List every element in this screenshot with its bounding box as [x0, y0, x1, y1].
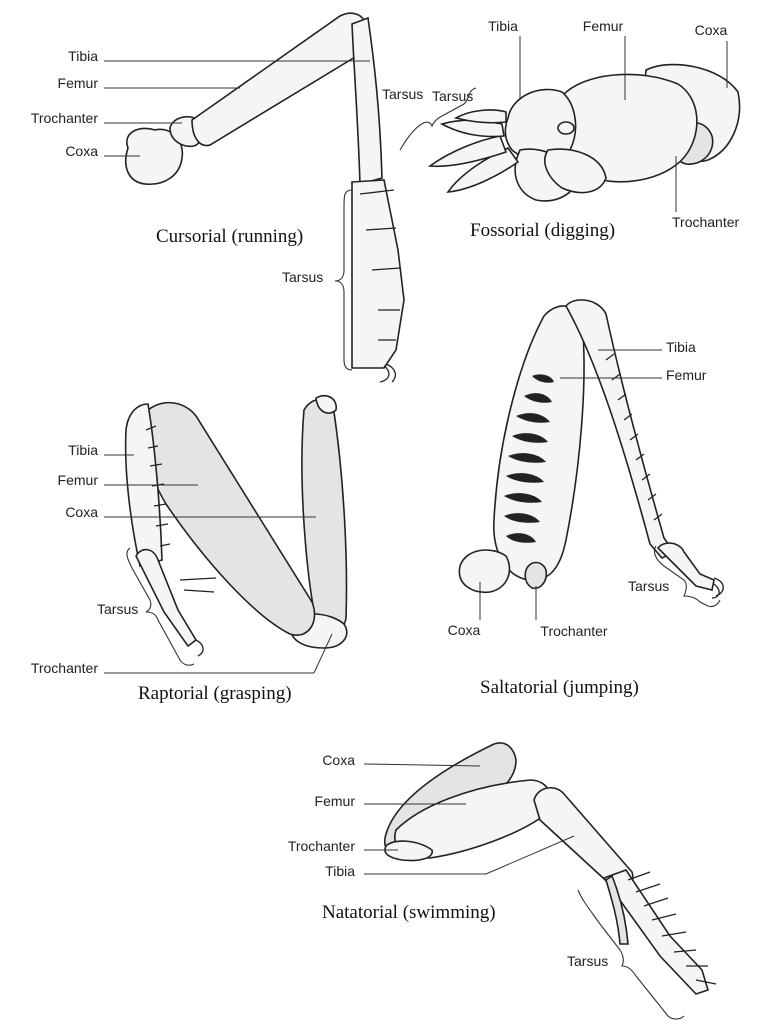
saltatorial-labels: Tibia Femur Tarsus Coxa Trochanter Salta… — [448, 339, 721, 698]
fossorial-tarsal-claw-4 — [453, 109, 507, 124]
natatorial-femur-label: Femur — [315, 793, 356, 809]
raptorial-labels: Tibia Femur Coxa Tarsus Trochanter Rapto… — [31, 442, 333, 704]
fossorial-femur-label: Femur — [583, 18, 624, 34]
saltatorial-femur-pattern — [504, 374, 554, 543]
cursorial-trochanter-label: Trochanter — [31, 110, 99, 126]
saltatorial-femur-shape — [493, 305, 585, 581]
raptorial-trochanter-label: Trochanter — [31, 660, 99, 676]
fossorial-lobe-2 — [544, 148, 607, 194]
saltatorial-coxa-shape — [458, 549, 511, 593]
raptorial-tarsus-shape — [135, 548, 198, 648]
fossorial-joint — [557, 121, 575, 135]
cursorial-leg — [124, 12, 405, 383]
raptorial-tarsus-label: Tarsus — [97, 601, 138, 617]
natatorial-trochanter-shape — [384, 840, 433, 862]
saltatorial-caption: Saltatorial (jumping) — [480, 677, 639, 698]
cursorial-coxa-label: Coxa — [65, 143, 98, 159]
raptorial-leg — [124, 394, 348, 657]
raptorial-coxa-label: Coxa — [65, 504, 98, 520]
raptorial-tibia-label: Tibia — [68, 442, 98, 458]
cursorial-caption: Cursorial (running) — [156, 226, 303, 247]
natatorial-tarsus-label: Tarsus — [567, 953, 608, 969]
fossorial-tarsus-label: Tarsus — [432, 88, 473, 104]
raptorial-caption: Raptorial (grasping) — [138, 683, 292, 704]
saltatorial-tarsus-label: Tarsus — [628, 578, 669, 594]
natatorial-leg — [384, 742, 717, 995]
natatorial-tarsus-shape — [602, 869, 709, 995]
fossorial-leg — [427, 63, 741, 202]
cursorial-tarsus-shape — [351, 179, 405, 369]
fossorial-labels: Tibia Femur Coxa Trochanter Tarsus Fosso… — [399, 18, 740, 241]
cursorial-tarsus-upper-label: Tarsus — [382, 86, 423, 102]
saltatorial-femur-label: Femur — [666, 367, 707, 383]
saltatorial-tibia-label: Tibia — [666, 339, 696, 355]
cursorial-claw-shape — [379, 363, 397, 383]
fossorial-caption: Fossorial (digging) — [470, 220, 615, 241]
cursorial-femur-label: Femur — [58, 75, 99, 91]
cursorial-coxa-shape — [124, 127, 184, 185]
natatorial-coxa-label: Coxa — [322, 752, 355, 768]
saltatorial-trochanter-shape — [524, 561, 548, 590]
cursorial-tibia-shape — [351, 16, 383, 186]
fossorial-tarsal-claw-2 — [427, 135, 508, 168]
fossorial-coxa-label: Coxa — [695, 22, 728, 38]
natatorial-trochanter-label: Trochanter — [288, 838, 356, 854]
fossorial-tibia-label: Tibia — [488, 18, 518, 34]
cursorial-labels: Tibia Femur Trochanter Coxa Tarsus Tarsu… — [31, 48, 423, 371]
natatorial-labels: Coxa Femur Trochanter Tibia Tarsus Natat… — [288, 752, 685, 1020]
saltatorial-tibia-shape — [565, 299, 676, 559]
cursorial-tarsus-lower-label: Tarsus — [282, 269, 323, 285]
natatorial-caption: Natatorial (swimming) — [322, 902, 496, 923]
saltatorial-coxa-label: Coxa — [448, 622, 481, 638]
saltatorial-tarsus-shape — [656, 542, 715, 591]
fossorial-trochanter-label: Trochanter — [672, 214, 740, 230]
natatorial-tibia-label: Tibia — [325, 863, 355, 879]
raptorial-femur-label: Femur — [58, 472, 99, 488]
saltatorial-trochanter-label: Trochanter — [540, 623, 608, 639]
cursorial-femur-shape — [191, 12, 371, 147]
cursorial-tibia-label: Tibia — [68, 48, 98, 64]
saltatorial-leg — [458, 299, 724, 599]
